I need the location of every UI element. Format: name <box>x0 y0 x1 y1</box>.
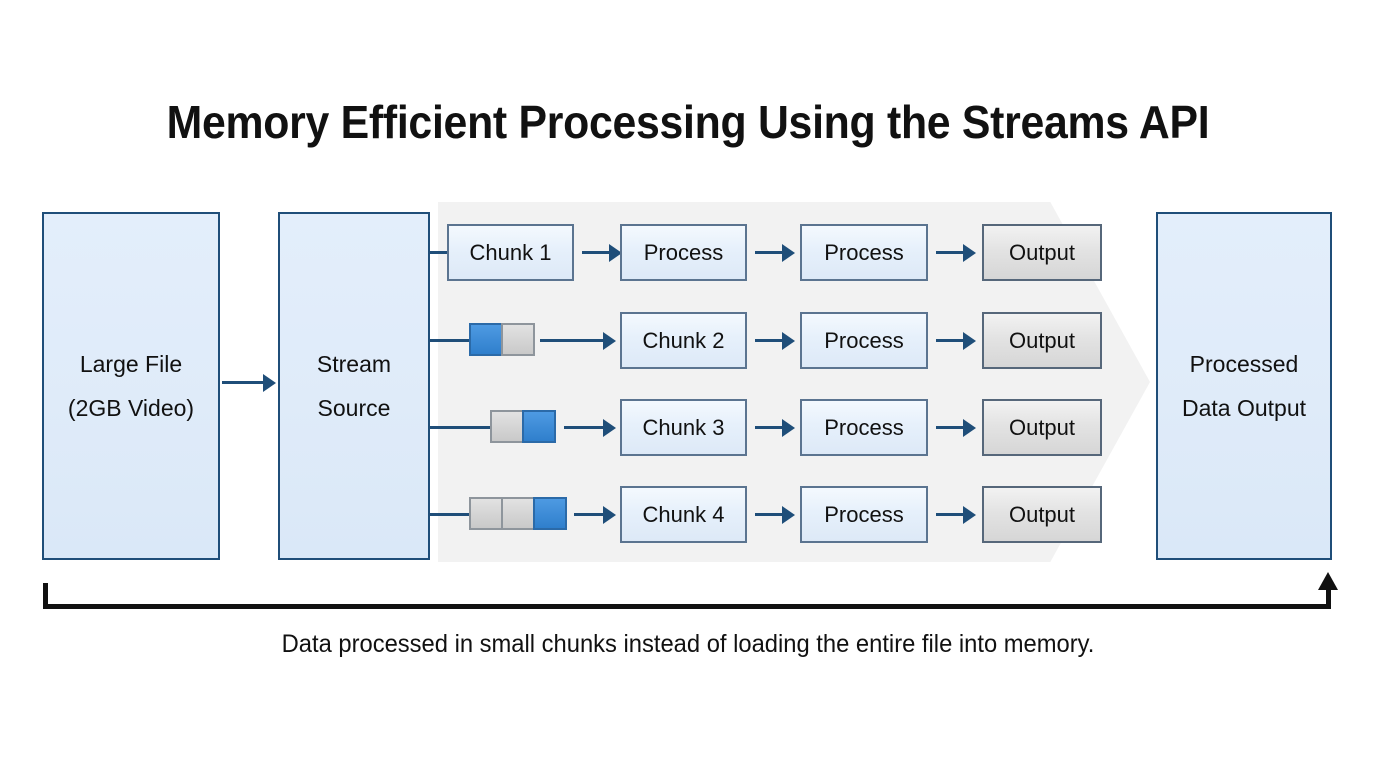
buffer-cell-empty <box>490 410 524 443</box>
process-box-2[interactable]: Process <box>800 312 928 369</box>
chunk-box-3[interactable]: Chunk 3 <box>620 399 747 456</box>
arrow-source-to-stream <box>222 381 264 384</box>
chunk-label-3: Chunk 3 <box>642 414 725 440</box>
arrow-row3-chunk-to-process <box>755 426 783 429</box>
buffer-cell-empty <box>469 497 503 530</box>
chunk-box-4[interactable]: Chunk 4 <box>620 486 747 543</box>
bracket-baseline <box>43 604 1331 609</box>
arrow-row4-process-to-output <box>936 513 964 516</box>
process-label-1a: Process <box>643 239 724 265</box>
output-box-4[interactable]: Output <box>982 486 1102 543</box>
chunk-label-1: Chunk 1 <box>469 239 552 265</box>
processed-data-output-box[interactable]: Processed Data Output <box>1156 212 1332 560</box>
arrow-row1-process-to-output <box>936 251 964 254</box>
chunk-box-1[interactable]: Chunk 1 <box>447 224 574 281</box>
output-label-3: Output <box>1008 414 1076 440</box>
output-label-1: Output <box>1008 239 1076 265</box>
buffer-cells-row-2 <box>469 323 535 356</box>
stream-source-box[interactable]: Stream Source <box>278 212 430 560</box>
connector-row-1 <box>430 251 450 254</box>
processed-output-label-line1: Processed <box>1189 350 1299 377</box>
buffer-cell-empty <box>501 497 535 530</box>
process-label-4: Process <box>824 501 904 527</box>
chunk-label-2: Chunk 2 <box>642 327 725 353</box>
large-file-label-line1: Large File <box>79 350 183 377</box>
arrow-row2-chunk-to-process <box>755 339 783 342</box>
chunk-label-4: Chunk 4 <box>642 501 725 527</box>
output-box-1[interactable]: Output <box>982 224 1102 281</box>
buffer-cell-filled <box>522 410 556 443</box>
output-label-2: Output <box>1008 327 1076 353</box>
buffer-cell-empty <box>501 323 535 356</box>
connector-row-4 <box>430 513 472 516</box>
process-box-1b[interactable]: Process <box>800 224 928 281</box>
output-box-3[interactable]: Output <box>982 399 1102 456</box>
bracket-left-tick <box>43 583 48 607</box>
process-box-4[interactable]: Process <box>800 486 928 543</box>
stream-source-label-line1: Stream <box>316 350 392 377</box>
arrow-row2-buffer-to-chunk <box>540 339 604 342</box>
connector-row-2 <box>430 339 472 342</box>
process-box-1a[interactable]: Process <box>620 224 747 281</box>
arrow-row1-process-to-process <box>755 251 783 254</box>
large-file-label-line2: (2GB Video) <box>67 395 195 421</box>
arrow-row3-process-to-output <box>936 426 964 429</box>
bracket-arrow-icon <box>1318 572 1338 590</box>
output-box-2[interactable]: Output <box>982 312 1102 369</box>
processed-output-label-line2: Data Output <box>1181 395 1307 421</box>
stream-source-label-line2: Source <box>317 395 391 421</box>
buffer-cells-row-3 <box>490 410 556 443</box>
page-title: Memory Efficient Processing Using the St… <box>166 96 1210 148</box>
process-label-3: Process <box>824 414 904 440</box>
buffer-cells-row-4 <box>469 497 567 530</box>
arrow-row4-buffer-to-chunk <box>574 513 604 516</box>
figure-caption: Data processed in small chunks instead o… <box>281 630 1095 658</box>
arrow-row3-buffer-to-chunk <box>564 426 604 429</box>
process-label-1b: Process <box>824 239 904 265</box>
bracket-right-tick <box>1326 588 1331 608</box>
buffer-cell-filled <box>533 497 567 530</box>
connector-row-3 <box>430 426 494 429</box>
process-box-3[interactable]: Process <box>800 399 928 456</box>
output-label-4: Output <box>1008 501 1076 527</box>
large-file-box[interactable]: Large File (2GB Video) <box>42 212 220 560</box>
chunk-box-2[interactable]: Chunk 2 <box>620 312 747 369</box>
arrow-row4-chunk-to-process <box>755 513 783 516</box>
process-label-2: Process <box>824 327 904 353</box>
buffer-cell-filled <box>469 323 503 356</box>
arrow-row2-process-to-output <box>936 339 964 342</box>
arrow-row1-chunk-to-process <box>582 251 610 254</box>
